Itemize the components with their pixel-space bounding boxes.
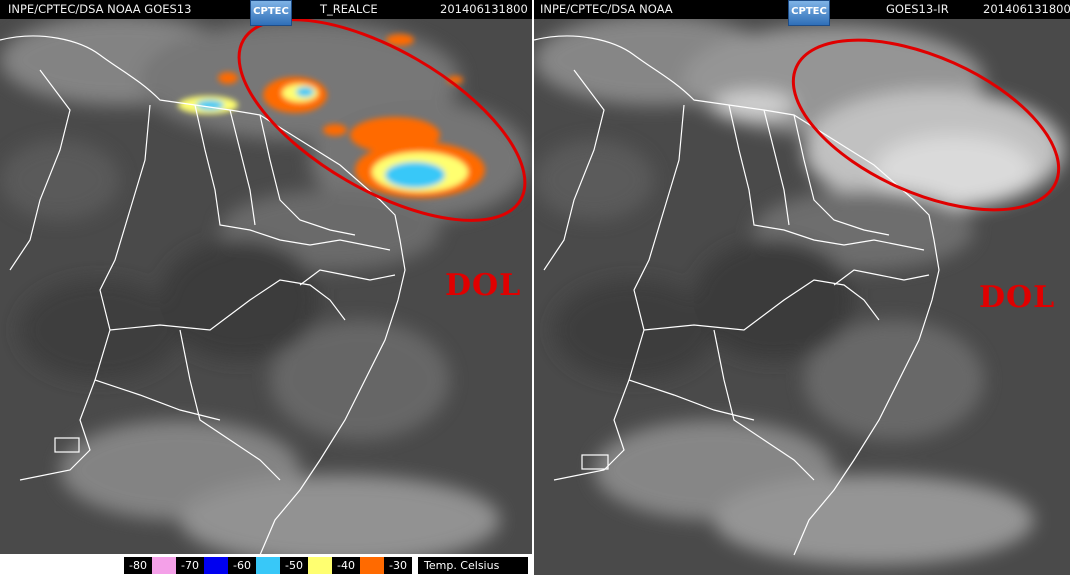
cptec-logo: CPTEC: [250, 0, 292, 26]
legend-label: -80: [124, 557, 152, 574]
legend-label: -50: [280, 557, 308, 574]
legend-label: -70: [176, 557, 204, 574]
satellite-panel-enhanced: INPE/CPTEC/DSA NOAA GOES13 T_REALCE 2014…: [0, 0, 532, 575]
header-source: INPE/CPTEC/DSA NOAA: [540, 2, 673, 16]
header-timestamp: 201406131800: [440, 2, 528, 16]
legend-unit: Temp. Celsius: [418, 557, 528, 574]
temperature-legend: -80 -70 -60 -50 -40 -30 Temp. Celsius: [0, 554, 532, 575]
highlight-ellipse: [237, 18, 527, 222]
legend-label: -30: [384, 557, 412, 574]
cptec-logo: CPTEC: [788, 0, 830, 26]
header-timestamp: 201406131800: [983, 2, 1070, 16]
legend-label: -40: [332, 557, 360, 574]
state-borders: [0, 35, 406, 556]
header-product: GOES13-IR: [886, 2, 949, 16]
legend-swatch: [360, 557, 384, 574]
legend-label: -60: [228, 557, 256, 574]
legend-swatch: [308, 557, 332, 574]
enhanced-satellite-image: [0, 0, 532, 575]
dol-annotation: DOL: [445, 268, 522, 303]
ir-satellite-image: [534, 0, 1070, 575]
header-product: T_REALCE: [320, 2, 378, 16]
state-borders: [534, 35, 940, 556]
dol-annotation: DOL: [979, 280, 1056, 315]
legend-swatch: [152, 557, 176, 574]
legend-swatch: [204, 557, 228, 574]
legend-swatch: [256, 557, 280, 574]
highlight-ellipse: [791, 38, 1061, 212]
satellite-panel-ir: INPE/CPTEC/DSA NOAA GOES13-IR 2014061318…: [534, 0, 1070, 575]
header-source: INPE/CPTEC/DSA NOAA GOES13: [8, 2, 192, 16]
